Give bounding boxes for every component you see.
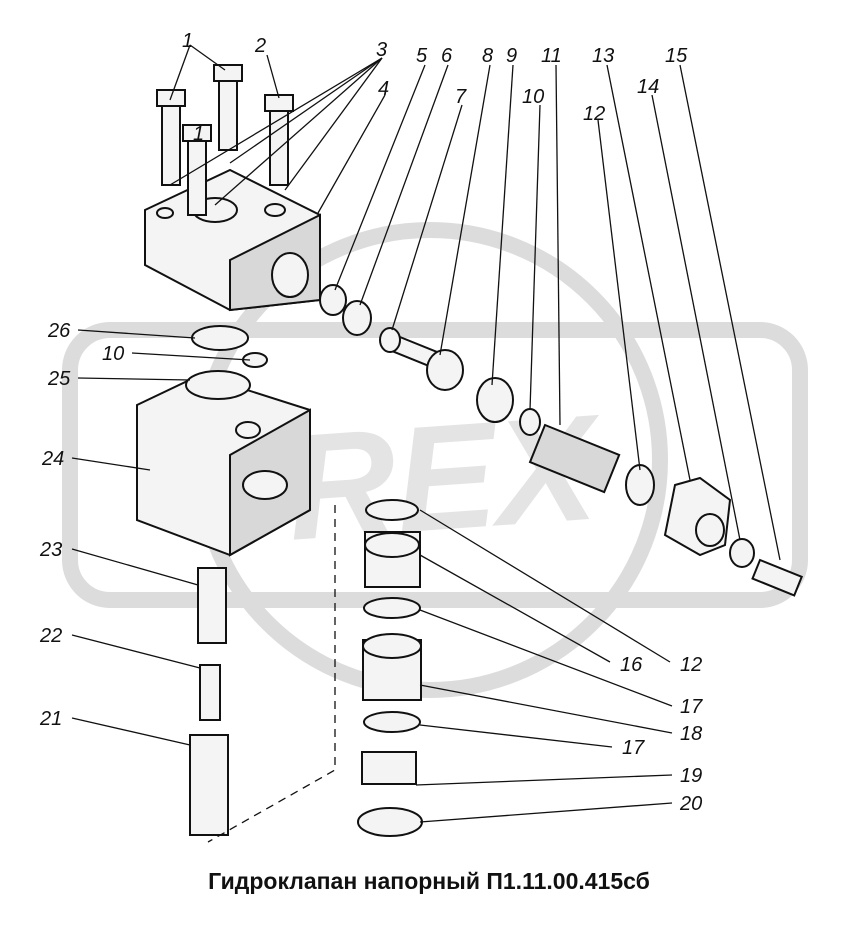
diagram-caption: Гидроклапан напорный П1.11.00.415сб bbox=[208, 868, 650, 894]
callout-labels: 1 1 2 3 4 5 6 7 8 9 10 11 12 13 14 15 26… bbox=[39, 30, 703, 815]
callout-12a: 12 bbox=[583, 103, 605, 125]
callout-12b: 12 bbox=[680, 654, 702, 676]
upper-valve-body bbox=[144, 168, 321, 312]
callout-6: 6 bbox=[441, 45, 453, 67]
callout-20: 20 bbox=[679, 793, 702, 815]
callout-16: 16 bbox=[620, 654, 643, 676]
callout-7: 7 bbox=[455, 86, 467, 108]
callout-11: 11 bbox=[541, 45, 562, 67]
callout-18: 18 bbox=[680, 723, 702, 745]
callout-4: 4 bbox=[378, 78, 389, 100]
callout-10a: 10 bbox=[522, 86, 544, 108]
right-vertical-stack bbox=[357, 499, 423, 837]
callout-17b: 17 bbox=[622, 737, 645, 759]
callout-22: 22 bbox=[39, 625, 62, 647]
callout-13: 13 bbox=[592, 45, 614, 67]
callout-21: 21 bbox=[39, 708, 62, 730]
bolts-group bbox=[156, 64, 294, 216]
callout-5: 5 bbox=[416, 45, 428, 67]
callout-24: 24 bbox=[41, 448, 64, 470]
lower-valve-body bbox=[136, 325, 311, 557]
callout-15: 15 bbox=[665, 45, 688, 67]
callout-9: 9 bbox=[506, 45, 517, 67]
callout-10b: 10 bbox=[102, 343, 124, 365]
callout-17a: 17 bbox=[680, 696, 703, 718]
callout-8: 8 bbox=[482, 45, 493, 67]
callout-1b: 1 bbox=[193, 123, 204, 145]
callout-26: 26 bbox=[47, 320, 71, 342]
callout-1a: 1 bbox=[182, 30, 193, 52]
callout-3: 3 bbox=[376, 39, 387, 61]
callout-14: 14 bbox=[637, 76, 659, 98]
callout-25: 25 bbox=[47, 368, 71, 390]
leader-lines bbox=[71, 44, 781, 823]
callout-23: 23 bbox=[39, 539, 62, 561]
callout-2: 2 bbox=[254, 35, 266, 57]
callout-19: 19 bbox=[680, 765, 702, 787]
left-vertical-stack bbox=[189, 567, 229, 836]
horizontal-part-stack bbox=[319, 284, 804, 597]
